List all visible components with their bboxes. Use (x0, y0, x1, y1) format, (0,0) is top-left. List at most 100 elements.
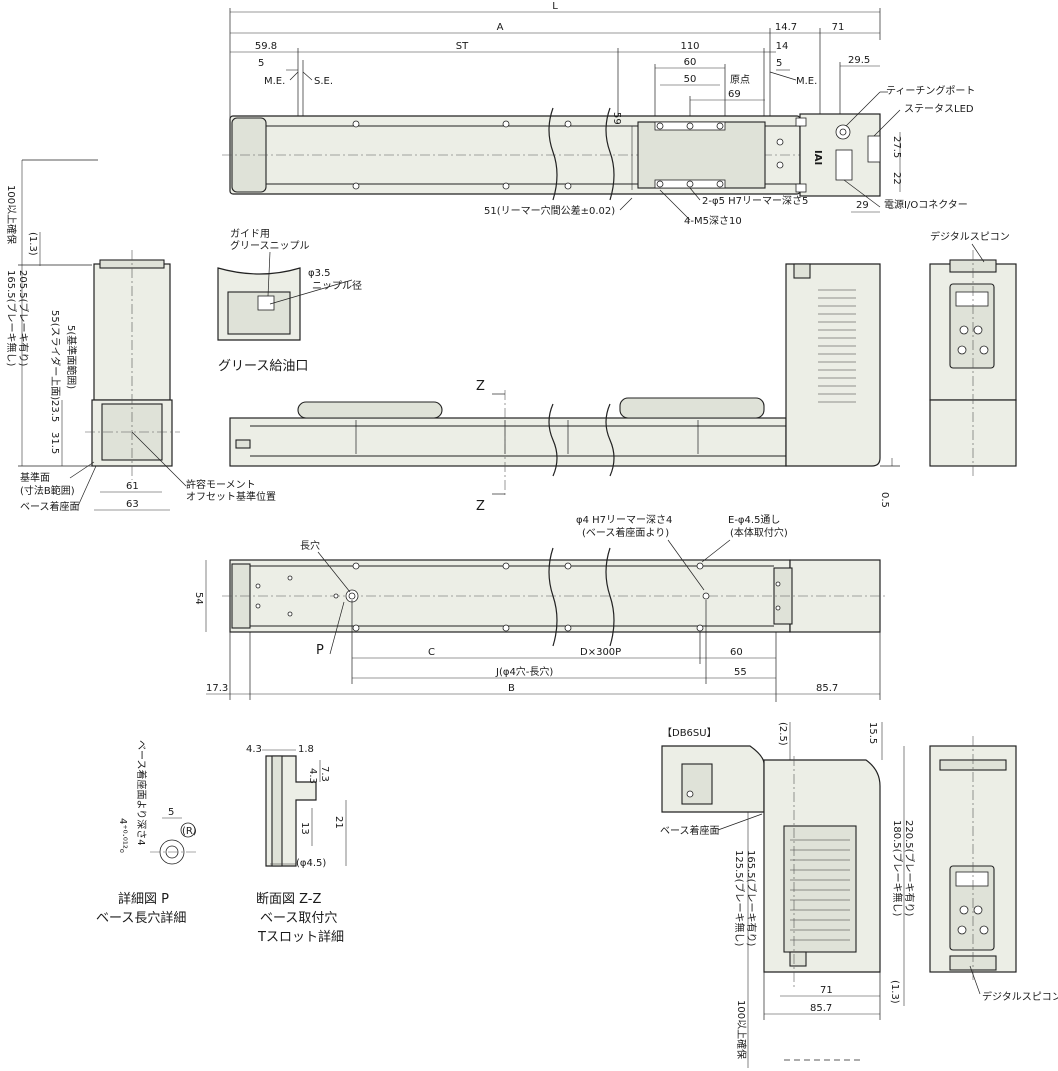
status-led-icon (867, 135, 881, 163)
dim-60: 60 (684, 57, 697, 68)
front-motor-fins (818, 289, 856, 403)
label-ref-range: (寸法B範囲) (20, 484, 75, 497)
dim-23-5: 23.5 (49, 400, 60, 422)
dim-180-5: 180.5(ブレーキ無し) (891, 820, 904, 917)
label-P: P (316, 643, 324, 658)
label-nipple-2: グリースニップル (230, 239, 310, 252)
label-z-bottom: Z (476, 499, 485, 514)
label-slot: 長穴 (300, 539, 320, 552)
dim-5-left: 5 (258, 58, 264, 69)
caption-z-3: Tスロット詳細 (257, 929, 344, 945)
dim-31-5: 31.5 (49, 432, 60, 454)
label-reamer-phi4: φ4 H7リーマー深さ4 (576, 514, 672, 526)
bottom-holes (255, 562, 781, 632)
top-view: L A 14.7 71 59.8 ST 110 14 5 5 M.E. S.E.… (222, 1, 975, 227)
label-me-left: M.E. (264, 76, 285, 87)
label-teaching-port: ティーチングポート (886, 84, 975, 97)
grease-detail: ガイド用 グリースニップル φ3.5 ニップル径 グリース給油口 (217, 228, 362, 374)
front-view: Z Z 0.5 (229, 263, 900, 514)
caption-grease: グリース給油口 (218, 359, 308, 374)
top-slider (637, 121, 766, 189)
dim-59: 59 (611, 112, 622, 125)
label-phi-3-5: φ3.5 (308, 268, 331, 279)
label-depth: ベース着座面より深さ4 (135, 740, 148, 846)
dim-69: 69 (728, 89, 741, 100)
dim-A: A (497, 22, 504, 33)
label-z-top: Z (476, 379, 485, 394)
label-E: E-φ4.5通し (728, 514, 780, 526)
dim-21: 21 (333, 816, 344, 829)
dim-220-5: 220.5(ブレーキ有り) (903, 820, 916, 917)
front-body (229, 417, 787, 467)
dim-J: J(φ4穴-長穴) (495, 665, 553, 678)
db6su-body (661, 745, 765, 813)
dim-29-5: 29.5 (848, 55, 870, 66)
label-moment-1: 許容モーメント (186, 478, 256, 491)
dim-13: 13 (299, 822, 310, 835)
dim-63: 63 (126, 499, 139, 510)
dim-B: B (508, 683, 515, 694)
dim-71-db: 71 (820, 985, 833, 996)
dim-59-8: 59.8 (255, 41, 277, 52)
dim-54: 54 (193, 592, 204, 605)
caption-z-2: ベース取付穴 (260, 911, 337, 926)
dim-205-5: 205.5(ブレーキ有り) (17, 270, 30, 367)
dim-clearance-db: 100以上確保 (735, 1000, 748, 1059)
label-E-sub: (本体取付穴) (730, 526, 788, 539)
io-connector-icon (835, 149, 853, 181)
label-m5: 4-M5深さ10 (684, 215, 742, 227)
caption-p-2: ベース長穴詳細 (96, 910, 186, 926)
db6su-view: 【DB6SU】 (2.5) 15.5 ベース着座面 125.5(ブレーキ無し) … (660, 722, 1058, 1068)
db6su-fins (790, 839, 850, 941)
dim-DxP: D×300P (580, 647, 621, 658)
label-moment-2: オフセット基準位置 (186, 490, 276, 503)
caption-p-1: 詳細図 P (118, 891, 169, 907)
dim-71: 71 (832, 22, 845, 33)
dim-5-detail: 5 (168, 807, 174, 818)
bottom-view: 長穴 P φ4 H7リーマー深さ4 (ベース着座面より) E-φ4.5通し (本… (193, 514, 888, 702)
dim-C: C (428, 647, 435, 658)
dim-15-5: 15.5 (867, 722, 878, 744)
label-reamer-sub: (ベース着座面より) (582, 526, 669, 539)
dim-14-7: 14.7 (775, 22, 797, 33)
dim-L: L (552, 1, 558, 12)
label-tolerance: 4⁺⁰·⁰¹²₀ (117, 818, 128, 853)
dim-22: 22 (891, 172, 902, 185)
dim-55-bottom: 55 (734, 667, 747, 678)
dim-165-5-db: 165.5(ブレーキ有り) (745, 850, 758, 947)
db6su-title: 【DB6SU】 (662, 727, 717, 739)
dim-5-ref: 5(基準面範囲) (65, 325, 78, 389)
section-zz: 4.3 1.8 4.3 7.3 21 13 (φ4.5) 断面図 Z-Z ベース… (246, 744, 347, 945)
label-me-right: M.E. (796, 76, 817, 87)
dim-61: 61 (126, 481, 139, 492)
dim-1-3: (1.3) (27, 232, 38, 256)
dim-clearance: 100以上確保 (5, 185, 18, 244)
dim-27-5: 27.5 (891, 136, 902, 158)
label-nipple-dia: ニップル径 (312, 279, 362, 292)
dim-85-7: 85.7 (816, 683, 838, 694)
dim-0-5: 0.5 (879, 492, 890, 508)
label-power-io: 電源I/Oコネクター (884, 198, 968, 211)
label-se: S.E. (314, 76, 333, 87)
label-base-face: ベース着座面 (20, 500, 80, 513)
dim-2-5: (2.5) (777, 722, 788, 746)
dim-85-7-db: 85.7 (810, 1003, 832, 1014)
front-motor (785, 263, 881, 467)
dim-4-3-side: 4.3 (307, 768, 318, 784)
dim-5-right: 5 (776, 58, 782, 69)
dim-1-3-db: (1.3) (889, 980, 900, 1004)
dim-ST: ST (456, 41, 469, 52)
dim-55: 55(スライダー上面) (49, 310, 62, 400)
dim-50: 50 (684, 74, 697, 85)
label-db6su-base: ベース着座面 (660, 824, 720, 837)
dim-29: 29 (856, 200, 869, 211)
dim-165-5: 165.5(ブレーキ無し) (5, 270, 18, 367)
top-mounting-holes (352, 120, 784, 190)
label-nipple-1: ガイド用 (230, 228, 270, 240)
label-spicon-right: デジタルスピコン (930, 230, 1010, 243)
left-end-view: 100以上確保 (1.3) 165.5(ブレーキ無し) 205.5(ブレーキ有り… (5, 159, 276, 513)
caption-z-1: 断面図 Z-Z (256, 892, 322, 907)
dim-14: 14 (776, 41, 789, 52)
dim-1-8: 1.8 (298, 744, 314, 755)
